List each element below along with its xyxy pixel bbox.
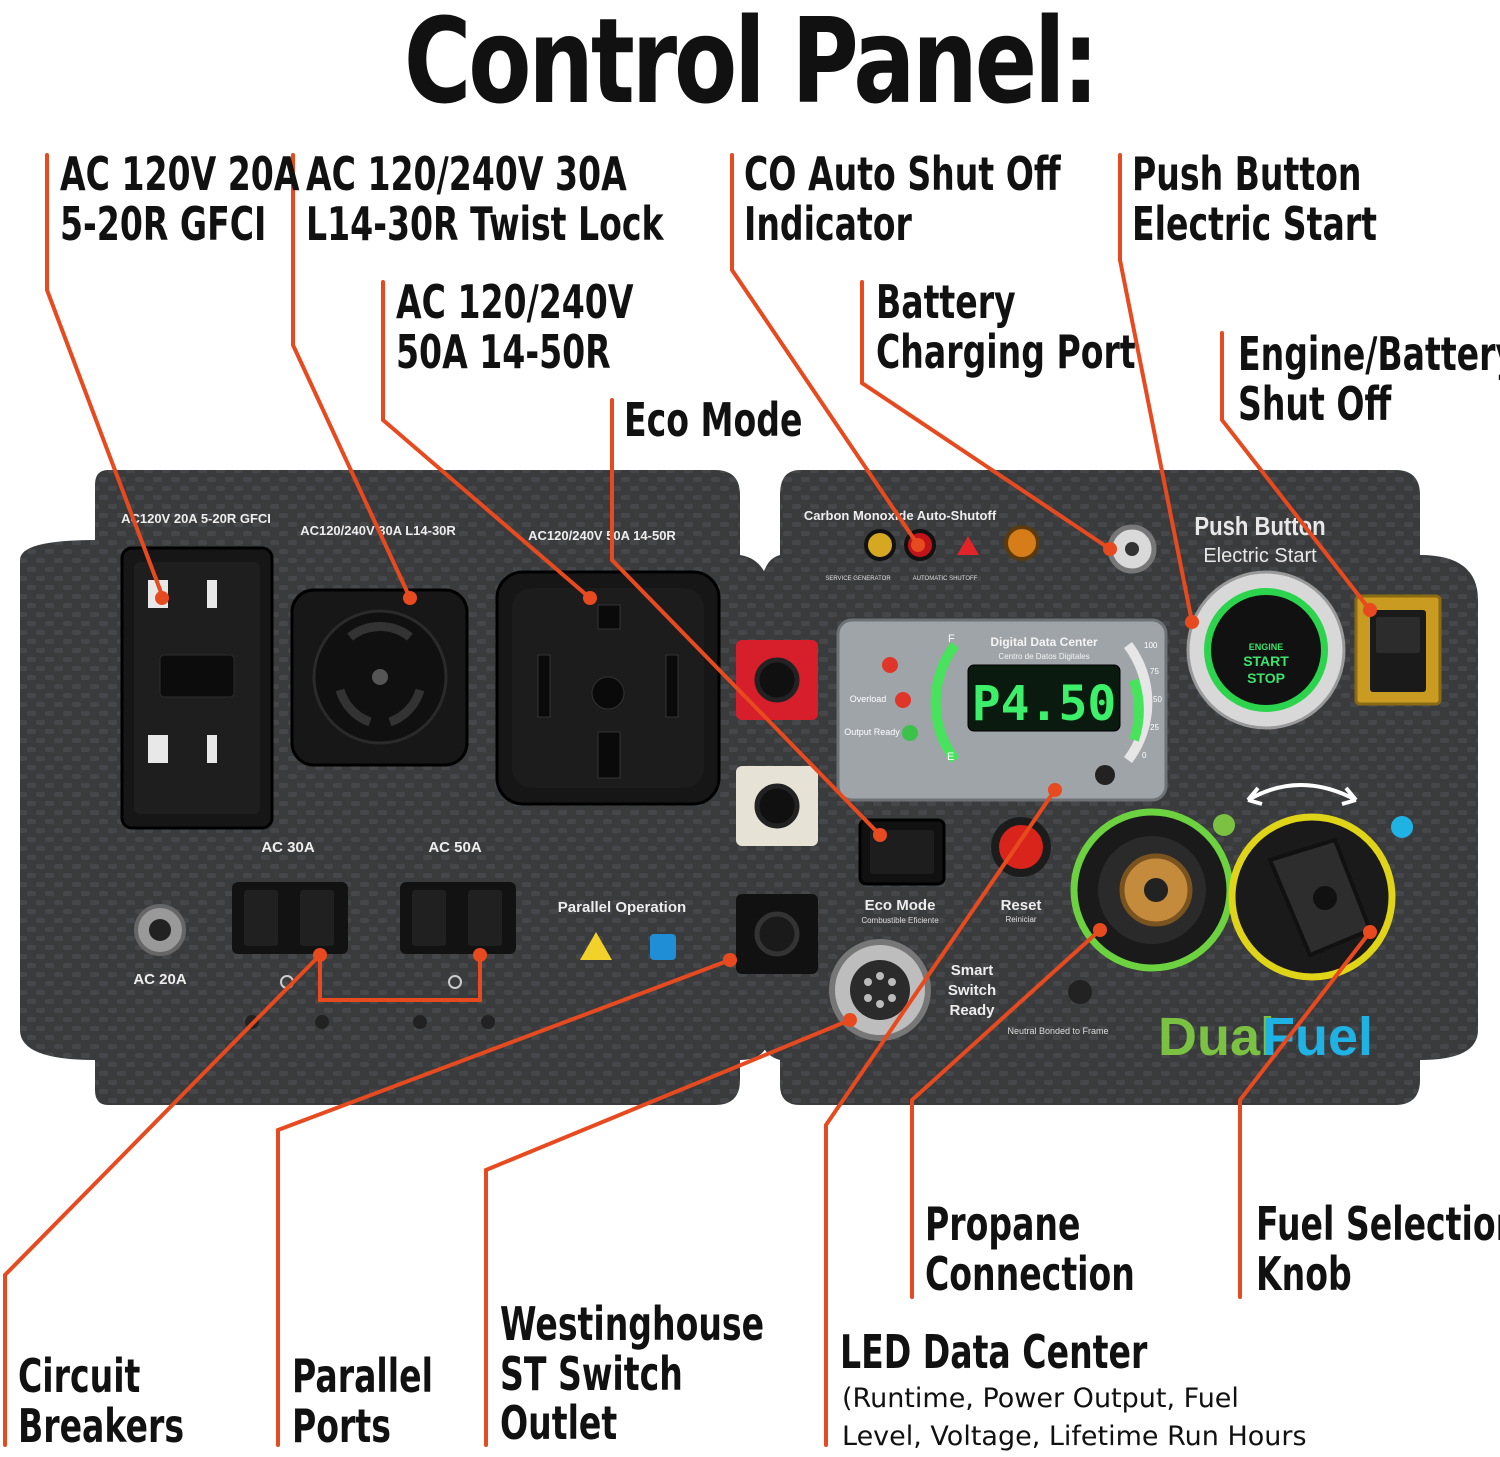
leader-propane — [910, 928, 1102, 1299]
leader-co — [730, 153, 920, 547]
gauge-50: 50 — [1153, 695, 1162, 704]
eco-mode-panel-sub: Combustible Eficiente — [861, 916, 939, 925]
start-btn-start: START — [1243, 653, 1289, 669]
fuel-f: F — [948, 633, 955, 645]
ac20a-label: AC 20A — [133, 971, 187, 988]
leader-50a — [381, 280, 592, 600]
data-center-title: Digital Data Center — [990, 635, 1098, 649]
gauge-25: 25 — [1150, 723, 1159, 732]
leader-push — [1118, 153, 1194, 624]
data-center-sub: Centro de Datos Digitales — [998, 652, 1089, 661]
start-btn-stop: STOP — [1247, 670, 1285, 686]
leader-eco — [610, 398, 882, 837]
automatic-shutoff-label: AUTOMATIC SHUTOFF — [913, 576, 978, 582]
start-btn-engine: ENGINE — [1249, 642, 1284, 652]
service-generator-label: SERVICE GENERATOR — [825, 576, 891, 582]
smart-label-1: Smart — [951, 962, 994, 979]
page-title: Control Panel: — [403, 0, 1099, 130]
smart-label-2: Switch — [948, 982, 996, 999]
overload-label: Overload — [850, 694, 887, 704]
breaker-50-label: AC 50A — [428, 839, 482, 856]
reset-label: Reset — [1001, 897, 1042, 914]
leader-parallel — [276, 958, 732, 1447]
smart-label-3: Ready — [949, 1002, 995, 1019]
leader-battery — [860, 280, 1112, 551]
label-50a: AC120/240V 50A 14-50R — [528, 528, 676, 543]
leader-shutoff — [1220, 331, 1372, 612]
co-status-led — [1004, 525, 1040, 561]
leader-breakers-a — [3, 950, 482, 1447]
eco-mode-panel-label: Eco Mode — [865, 897, 936, 914]
reset-sub: Reiniciar — [1005, 915, 1036, 924]
gauge-100: 100 — [1144, 641, 1158, 650]
gauge-75: 75 — [1150, 667, 1159, 676]
leader-st — [484, 1018, 852, 1447]
label-20a: AC120V 20A 5-20R GFCI — [121, 511, 271, 526]
leader-fuel — [1238, 930, 1372, 1299]
callout-led: LED Data Center — [840, 1325, 1148, 1379]
push-button-panel-sub: Electric Start — [1203, 545, 1317, 567]
fuel-e: E — [947, 751, 954, 763]
gauge-0: 0 — [1142, 751, 1147, 760]
neutral-label: Neutral Bonded to Frame — [1007, 1026, 1108, 1036]
co-service-light — [864, 529, 896, 561]
dual-word: Dual — [1158, 1007, 1275, 1067]
leader-led — [824, 788, 1057, 1447]
parallel-operation-label: Parallel Operation — [558, 899, 686, 916]
fuel-word: Fuel — [1262, 1007, 1373, 1067]
leader-20a — [45, 153, 164, 597]
callout-eco: Eco Mode — [624, 393, 803, 447]
breaker-30-label: AC 30A — [261, 839, 315, 856]
output-ready-label: Output Ready — [844, 727, 900, 737]
display-readout: P4.50 — [972, 676, 1117, 732]
leader-30a — [291, 153, 412, 600]
